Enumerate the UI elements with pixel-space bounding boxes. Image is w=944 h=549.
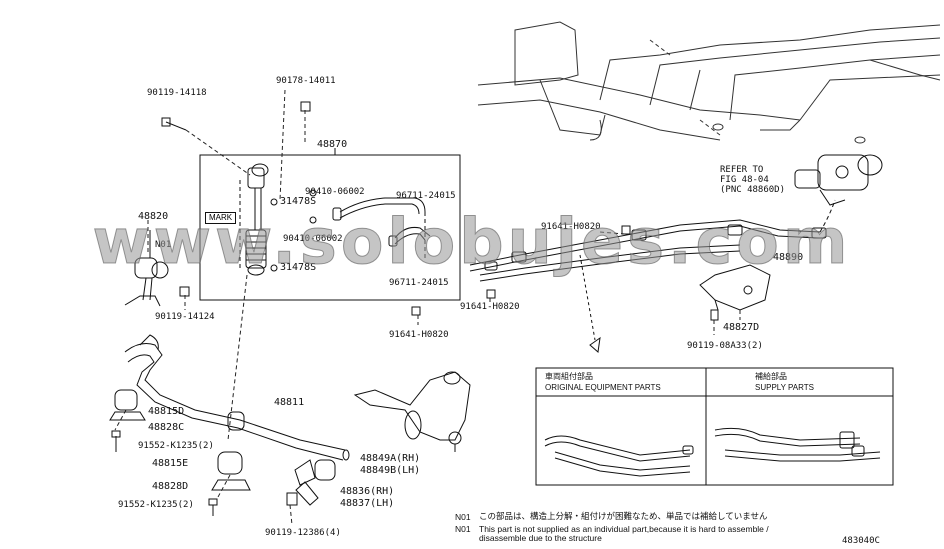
link-48849 [294, 459, 336, 506]
label-48827d: 48827D [723, 322, 760, 333]
bushing-48815d [114, 389, 138, 411]
label-refer-2: FIG 48-04 [720, 175, 769, 185]
note-1-text: この部品は、構造上分解・組付けが困難なため、単品では補給していません [479, 512, 768, 522]
note-2-code: N01 [455, 524, 471, 534]
vehicle-frame [477, 21, 941, 144]
bushing-48815e [217, 451, 243, 475]
label-90410-06002-b: 90410-06002 [283, 234, 343, 244]
label-n01: N01 [155, 240, 172, 250]
label-48815e: 48815E [152, 458, 189, 469]
label-90119-08a33: 90119-08A33(2) [687, 341, 763, 351]
label-48890: 48890 [773, 252, 804, 263]
stabilizer-link-48820 [124, 230, 169, 307]
assembly-box-48870 [199, 154, 461, 301]
note-1-code: N01 [455, 512, 471, 522]
label-48849a: 48849A(RH) [360, 453, 421, 464]
label-91552-k1235-a: 91552-K1235(2) [138, 441, 214, 451]
bracket-48828d [211, 479, 251, 491]
lower-arm [353, 371, 471, 452]
inset-right-title-en: SUPPLY PARTS [755, 383, 814, 392]
leader-lines [114, 89, 741, 526]
figure-id: 483040C [842, 536, 880, 546]
label-90178-14011: 90178-14011 [276, 76, 336, 86]
bracket-48828c [109, 411, 146, 421]
label-96711-24015-a: 96711-24015 [396, 191, 456, 201]
label-48849b: 48849B(LH) [360, 465, 421, 476]
label-48828d: 48828D [152, 481, 189, 492]
label-48837: 48837(LH) [340, 498, 395, 509]
label-90410-06002-a: 90410-06002 [305, 187, 365, 197]
inset-right-title-jp: 補給部品 [755, 372, 787, 381]
label-90119-12386: 90119-12386(4) [265, 528, 341, 538]
inset-left-title-en: ORIGINAL EQUIPMENT PARTS [545, 383, 661, 392]
note-2-text-1: This part is not supplied as an individu… [479, 524, 769, 534]
damper-cylinder [239, 163, 269, 276]
note-2-text-2: disassemble due to the structure [479, 533, 602, 543]
hydraulic-hoses [332, 197, 431, 260]
label-31478s-b: 31478S [280, 262, 317, 273]
label-91641-h0820-b: 91641-H0820 [460, 302, 520, 312]
label-48820: 48820 [138, 211, 169, 222]
label-90119-14118: 90119-14118 [147, 88, 207, 98]
inset-box [535, 367, 894, 486]
inset-left-title-jp: 車両組付部品 [545, 372, 593, 381]
label-refer-3: (PNC 48860D) [720, 185, 786, 195]
label-91552-k1235-b: 91552-K1235(2) [118, 500, 194, 510]
label-48811: 48811 [274, 397, 305, 408]
label-31478s-a: 31478S [280, 196, 317, 207]
pipe-lines [469, 199, 836, 353]
mark-tag: MARK [205, 212, 237, 224]
label-48815d: 48815D [148, 406, 185, 417]
label-91641-h0820-a: 91641-H0820 [389, 330, 449, 340]
label-91641-h0820-c: 91641-H0820 [541, 222, 601, 232]
label-90119-14124: 90119-14124 [155, 312, 215, 322]
stabilizer-bar-48811 [124, 334, 350, 461]
label-48836: 48836(RH) [340, 486, 395, 497]
label-refer-1: REFER TO [720, 165, 764, 175]
label-48828c: 48828C [148, 422, 185, 433]
actuator-48860d [794, 154, 883, 206]
label-96711-24015-b: 96711-24015 [389, 278, 449, 288]
bracket-48827d [699, 264, 771, 311]
label-48870: 48870 [317, 139, 348, 150]
